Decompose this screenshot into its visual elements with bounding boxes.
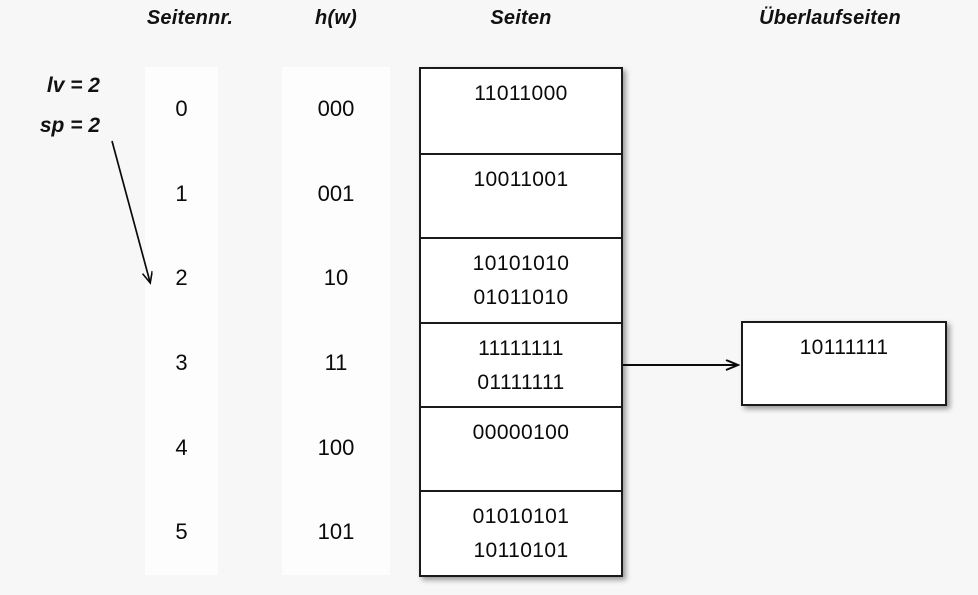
page-entry: 01010101 [472,505,570,528]
hash-value-cell: 000 [317,96,355,122]
page-entry: 10011001 [473,168,569,192]
page-entry: 01111111 [477,370,565,394]
page-number-cell: 1 [175,180,188,206]
hash-value-column: 000 001 10 11 100 101 [282,67,390,575]
pages-table: 11011000 10011001 10101010 01011010 1111… [419,67,623,577]
hash-value-cell: 100 [317,434,355,460]
column-header-overflow-pages: Überlaufseiten [759,7,901,29]
page-bucket-row: 10011001 [421,153,621,237]
page-bucket-row: 01010101 10110101 [421,490,621,574]
annotation-split-pointer: sp = 2 [39,114,100,137]
overflow-page-entry: 10111111 [799,336,889,359]
page-number-cell: 2 [175,265,188,291]
page-bucket-row: 10101010 01011010 [421,237,621,321]
annotation-level: lv = 2 [46,74,100,97]
column-header-page-number: Seitennr. [146,7,234,29]
hash-value-cell: 101 [317,519,355,545]
page-number-cell: 5 [175,519,188,545]
page-entry: 01011010 [473,286,569,310]
overflow-page-box: 10111111 [741,321,947,406]
page-entry: 10101010 [472,252,570,276]
page-number-column: 0 1 2 3 4 5 [145,67,218,575]
page-number-cell: 4 [175,434,188,460]
page-bucket-row: 00000100 [421,405,621,490]
page-entry: 10110101 [473,539,569,562]
column-header-pages: Seiten [490,7,552,29]
page-entry: 11111111 [478,336,564,360]
hash-value-cell: 11 [324,350,348,376]
page-entry: 11011000 [474,82,568,105]
hash-value-cell: 10 [323,265,349,291]
page-bucket-row: 11011000 [421,69,621,153]
column-header-hash-function: h(w) [315,7,357,29]
page-bucket-row: 11111111 01111111 [421,321,621,406]
page-entry: 00000100 [472,420,570,444]
page-number-cell: 0 [175,96,188,122]
hash-value-cell: 001 [317,180,355,206]
page-number-cell: 3 [175,350,188,376]
